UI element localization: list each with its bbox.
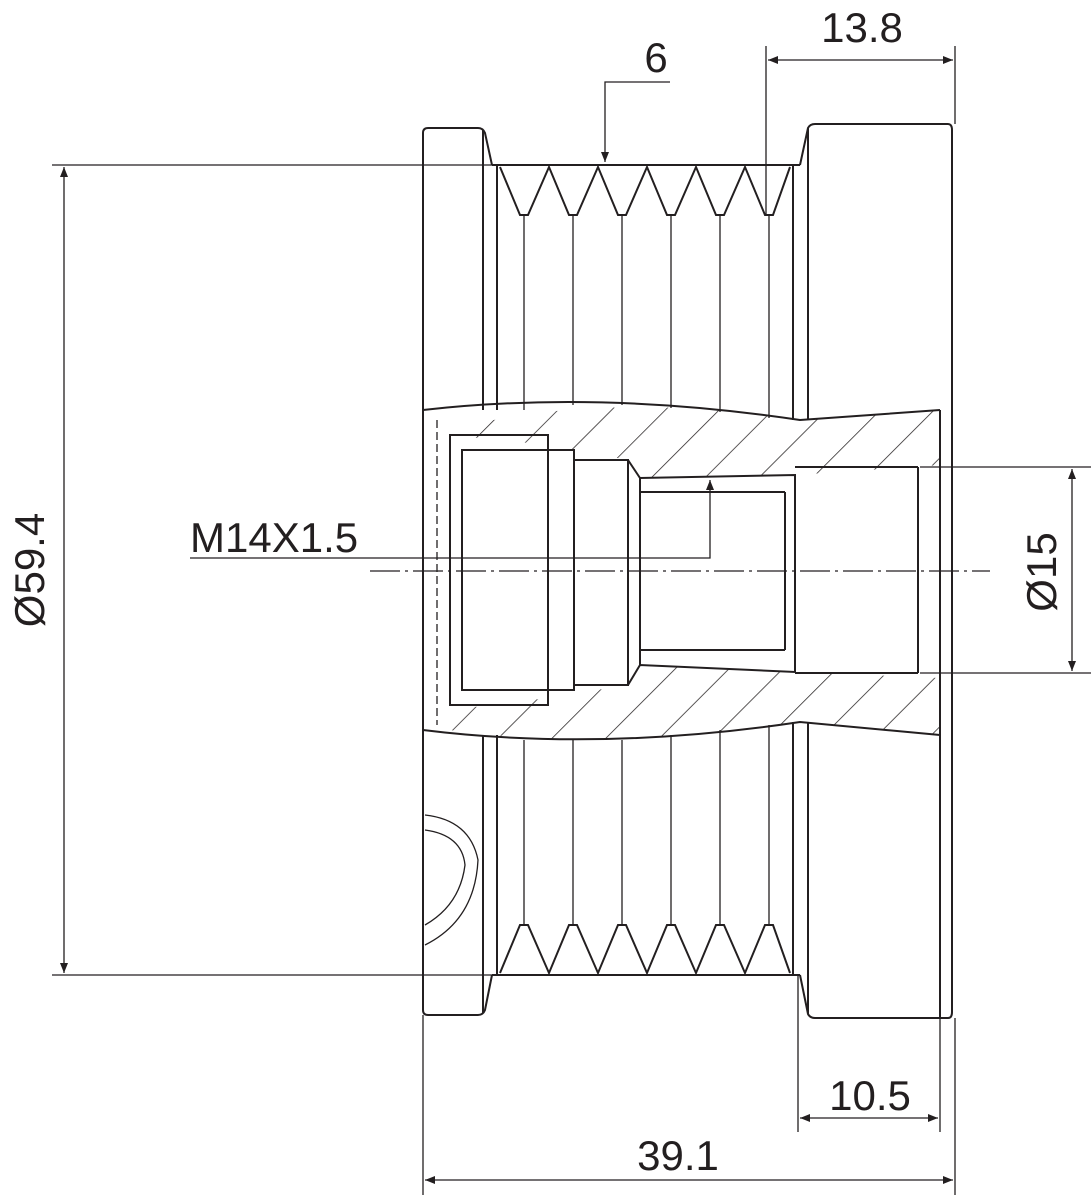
bore-diameter-label: Ø15 (1018, 532, 1065, 611)
bore-section (370, 401, 990, 741)
dimension-outer-diameter: Ø59.4 (6, 164, 492, 976)
pulley-body (492, 123, 953, 1019)
hub-width-label: 10.5 (829, 1072, 911, 1119)
left-flange (422, 127, 493, 1016)
groove-count-label: 6 (644, 34, 667, 81)
dimension-right-width: 13.8 (765, 4, 956, 215)
right-width-label: 13.8 (821, 4, 903, 51)
dimension-thread: M14X1.5 (190, 480, 714, 561)
dimension-groove-count: 6 (601, 34, 670, 162)
thread-label: M14X1.5 (190, 514, 358, 561)
dimension-bore-diameter: Ø15 (920, 466, 1091, 674)
dimension-overall-length: 39.1 (422, 1015, 956, 1195)
dimension-hub-width: 10.5 (797, 975, 941, 1132)
section-hatching (450, 407, 940, 740)
overall-length-label: 39.1 (637, 1132, 719, 1179)
outer-diameter-label: Ø59.4 (6, 513, 53, 627)
